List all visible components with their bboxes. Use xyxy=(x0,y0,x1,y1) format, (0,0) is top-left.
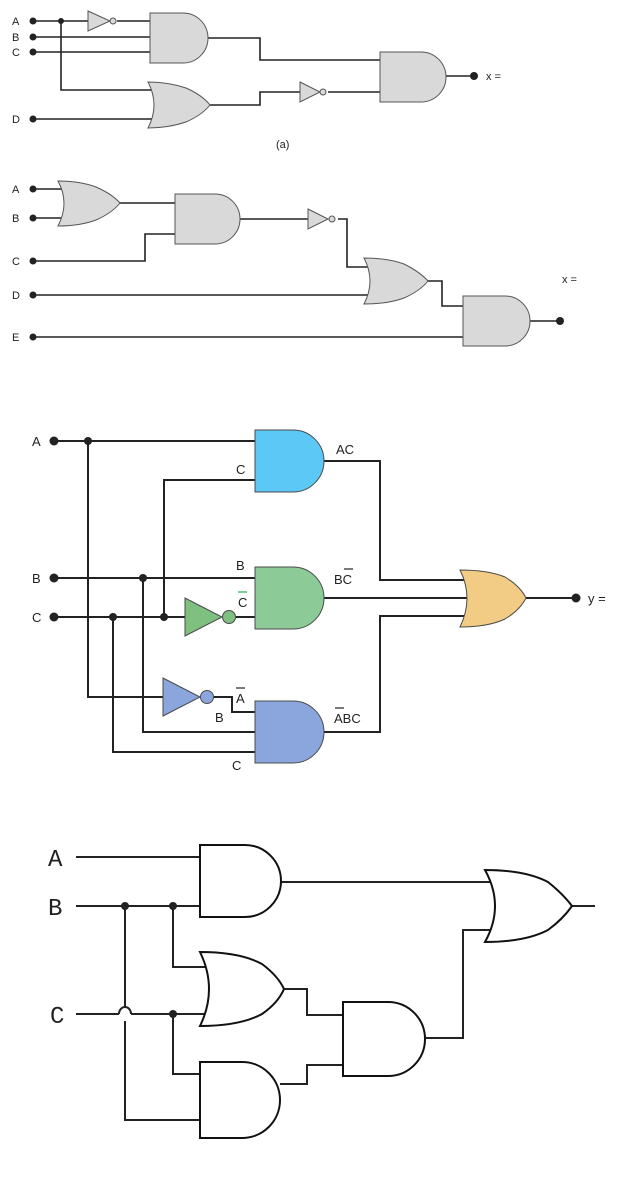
diagram-3: A B C C B C A B C AC BC ABC y = xyxy=(32,429,606,773)
junction-dot xyxy=(121,902,129,910)
junction-dot xyxy=(169,1010,177,1018)
or-gate xyxy=(198,950,286,1028)
input-c-label: C xyxy=(12,47,20,59)
junction-dot xyxy=(109,613,117,621)
or-gate xyxy=(147,81,211,129)
input-b-terminal xyxy=(49,573,59,583)
junction-dot xyxy=(169,902,177,910)
output-terminal xyxy=(470,72,478,80)
or-gate xyxy=(459,569,527,628)
not-gate-a xyxy=(162,677,202,717)
and-gate xyxy=(174,193,241,245)
input-a-label: A xyxy=(12,184,20,196)
and-gate xyxy=(379,51,447,103)
input-b-label: B xyxy=(48,896,62,923)
input-c-label: C xyxy=(50,1004,64,1031)
term-ac-label: AC xyxy=(336,442,354,457)
junction-dot xyxy=(84,437,92,445)
input-a-terminal xyxy=(29,185,37,193)
not-bubble xyxy=(328,215,336,223)
input-c-terminal xyxy=(29,257,37,265)
term-abarbc-label: ABC xyxy=(334,711,361,726)
input-c-label: C xyxy=(12,256,20,268)
diagram-1: A B C D x = (a) xyxy=(12,10,501,151)
or-gate xyxy=(483,868,574,944)
input-d-terminal xyxy=(29,115,37,123)
junction-dot xyxy=(160,613,168,621)
and-gate xyxy=(199,844,282,918)
and-gate xyxy=(342,1001,426,1077)
input-d-label: D xyxy=(12,290,20,302)
and-gate xyxy=(149,12,209,64)
input-c-terminal xyxy=(49,612,59,622)
input-b-label: B xyxy=(12,32,19,44)
not-gate xyxy=(87,10,112,32)
and-gate xyxy=(462,295,531,347)
junction-dot xyxy=(139,574,147,582)
output-label: x = xyxy=(486,71,501,83)
not-bubble xyxy=(319,88,327,96)
or-gate xyxy=(363,257,429,305)
input-c-label: C xyxy=(32,610,41,625)
diagram-2: A B C D E x = xyxy=(12,180,577,347)
output-terminal xyxy=(571,593,581,603)
input-e-label: E xyxy=(12,332,19,344)
and3-b-label: B xyxy=(215,710,224,725)
junction-dot xyxy=(58,18,64,24)
input-e-terminal xyxy=(29,333,37,341)
and2-cbar-label: C xyxy=(238,595,247,610)
input-a-label: A xyxy=(48,847,63,874)
and1-c-label: C xyxy=(236,462,245,477)
not-gate xyxy=(299,81,322,103)
input-c-terminal xyxy=(29,48,37,56)
and-gate xyxy=(199,1061,281,1139)
and-gate-bc xyxy=(254,566,325,630)
not-bubble xyxy=(109,17,117,25)
not-bubble xyxy=(200,690,214,704)
input-b-label: B xyxy=(12,213,19,225)
and-gate-ac xyxy=(254,429,325,493)
input-a-terminal xyxy=(29,17,37,25)
output-label: y = xyxy=(588,591,606,606)
or-gate xyxy=(57,180,121,227)
output-terminal xyxy=(556,317,564,325)
not-gate xyxy=(307,208,330,230)
diagram-4: A B C xyxy=(48,844,595,1139)
input-b-label: B xyxy=(32,571,41,586)
and-gate-abc xyxy=(254,700,325,764)
input-a-label: A xyxy=(12,16,20,28)
input-d-terminal xyxy=(29,291,37,299)
and2-b-label: B xyxy=(236,558,245,573)
input-b-terminal xyxy=(29,214,37,222)
not-bubble xyxy=(222,610,236,624)
and3-abar-label: A xyxy=(236,691,245,706)
output-label: x = xyxy=(562,274,577,286)
figure-caption: (a) xyxy=(276,139,289,151)
input-a-terminal xyxy=(49,436,59,446)
input-a-label: A xyxy=(32,434,41,449)
input-b-terminal xyxy=(29,33,37,41)
input-d-label: D xyxy=(12,114,20,126)
and3-c-label: C xyxy=(232,758,241,773)
term-bcbar-label: BC xyxy=(334,572,352,587)
not-gate-c xyxy=(184,597,224,637)
